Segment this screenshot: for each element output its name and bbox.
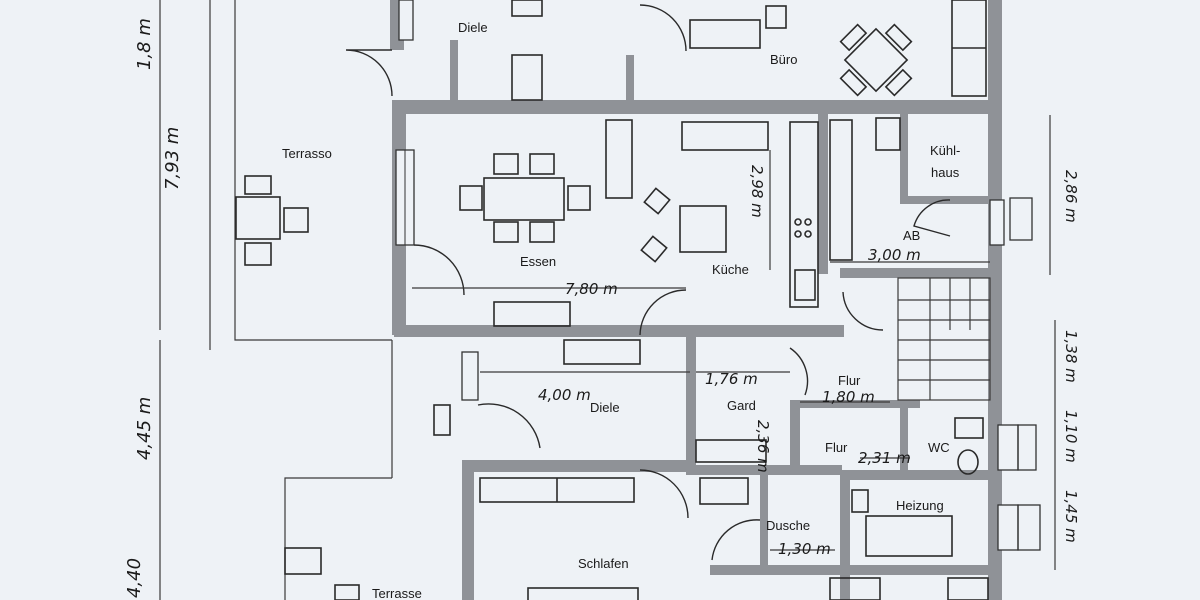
- room-label-kuehlhaus-line1: Kühl-: [930, 143, 960, 158]
- dimension-300: 3,00 m: [868, 246, 921, 264]
- dimension-lines: [159, 0, 1056, 600]
- room-label-gard: Gard: [727, 398, 756, 413]
- dimension-180: 1,80 m: [822, 388, 875, 406]
- room-label-flur-upper: Flur: [838, 373, 861, 388]
- dimension-400: 4,00 m: [538, 386, 591, 404]
- dimension-left-445: 4,45 m: [134, 397, 155, 460]
- room-label-ab: AB: [903, 228, 920, 243]
- dimension-130: 1,30 m: [778, 540, 831, 558]
- room-label-buero: Büro: [770, 52, 797, 67]
- room-label-terrasse-bottom: Terrasse: [372, 586, 422, 600]
- dimension-right-145: 1,45 m: [1062, 490, 1080, 543]
- room-label-flur-lower: Flur: [825, 440, 848, 455]
- dimension-left-440: 4,40: [124, 558, 145, 598]
- room-label-diele-lower: Diele: [590, 400, 620, 415]
- stairs: [897, 277, 991, 401]
- windows: [395, 0, 1041, 551]
- dimension-236-gard: 2,36 m: [754, 420, 772, 473]
- room-label-essen: Essen: [520, 254, 556, 269]
- room-label-diele-top: Diele: [458, 20, 488, 35]
- dimension-right-110: 1,10 m: [1062, 410, 1080, 463]
- dimension-top-corner: 1,8 m: [134, 18, 155, 70]
- room-label-terrasse-top: Terrasso: [282, 146, 332, 161]
- dimension-780: 7,80 m: [565, 280, 618, 298]
- room-label-wc: WC: [928, 440, 950, 455]
- doors: [345, 4, 951, 561]
- room-label-schlafen: Schlafen: [578, 556, 629, 571]
- room-label-dusche: Dusche: [766, 518, 810, 533]
- room-label-kuehlhaus-line2: haus: [931, 165, 960, 180]
- dimension-298: 2,98 m: [748, 165, 766, 218]
- dimension-right-286: 2,86 m: [1062, 170, 1080, 223]
- room-label-kueche: Küche: [712, 262, 749, 277]
- dimension-176: 1,76 m: [705, 370, 758, 388]
- furniture: [235, 0, 989, 600]
- room-label-heizung: Heizung: [896, 498, 944, 513]
- dimension-231: 2,31 m: [858, 449, 911, 467]
- dimension-left-793: 7,93 m: [162, 127, 183, 190]
- dimension-right-138: 1,38 m: [1062, 330, 1080, 383]
